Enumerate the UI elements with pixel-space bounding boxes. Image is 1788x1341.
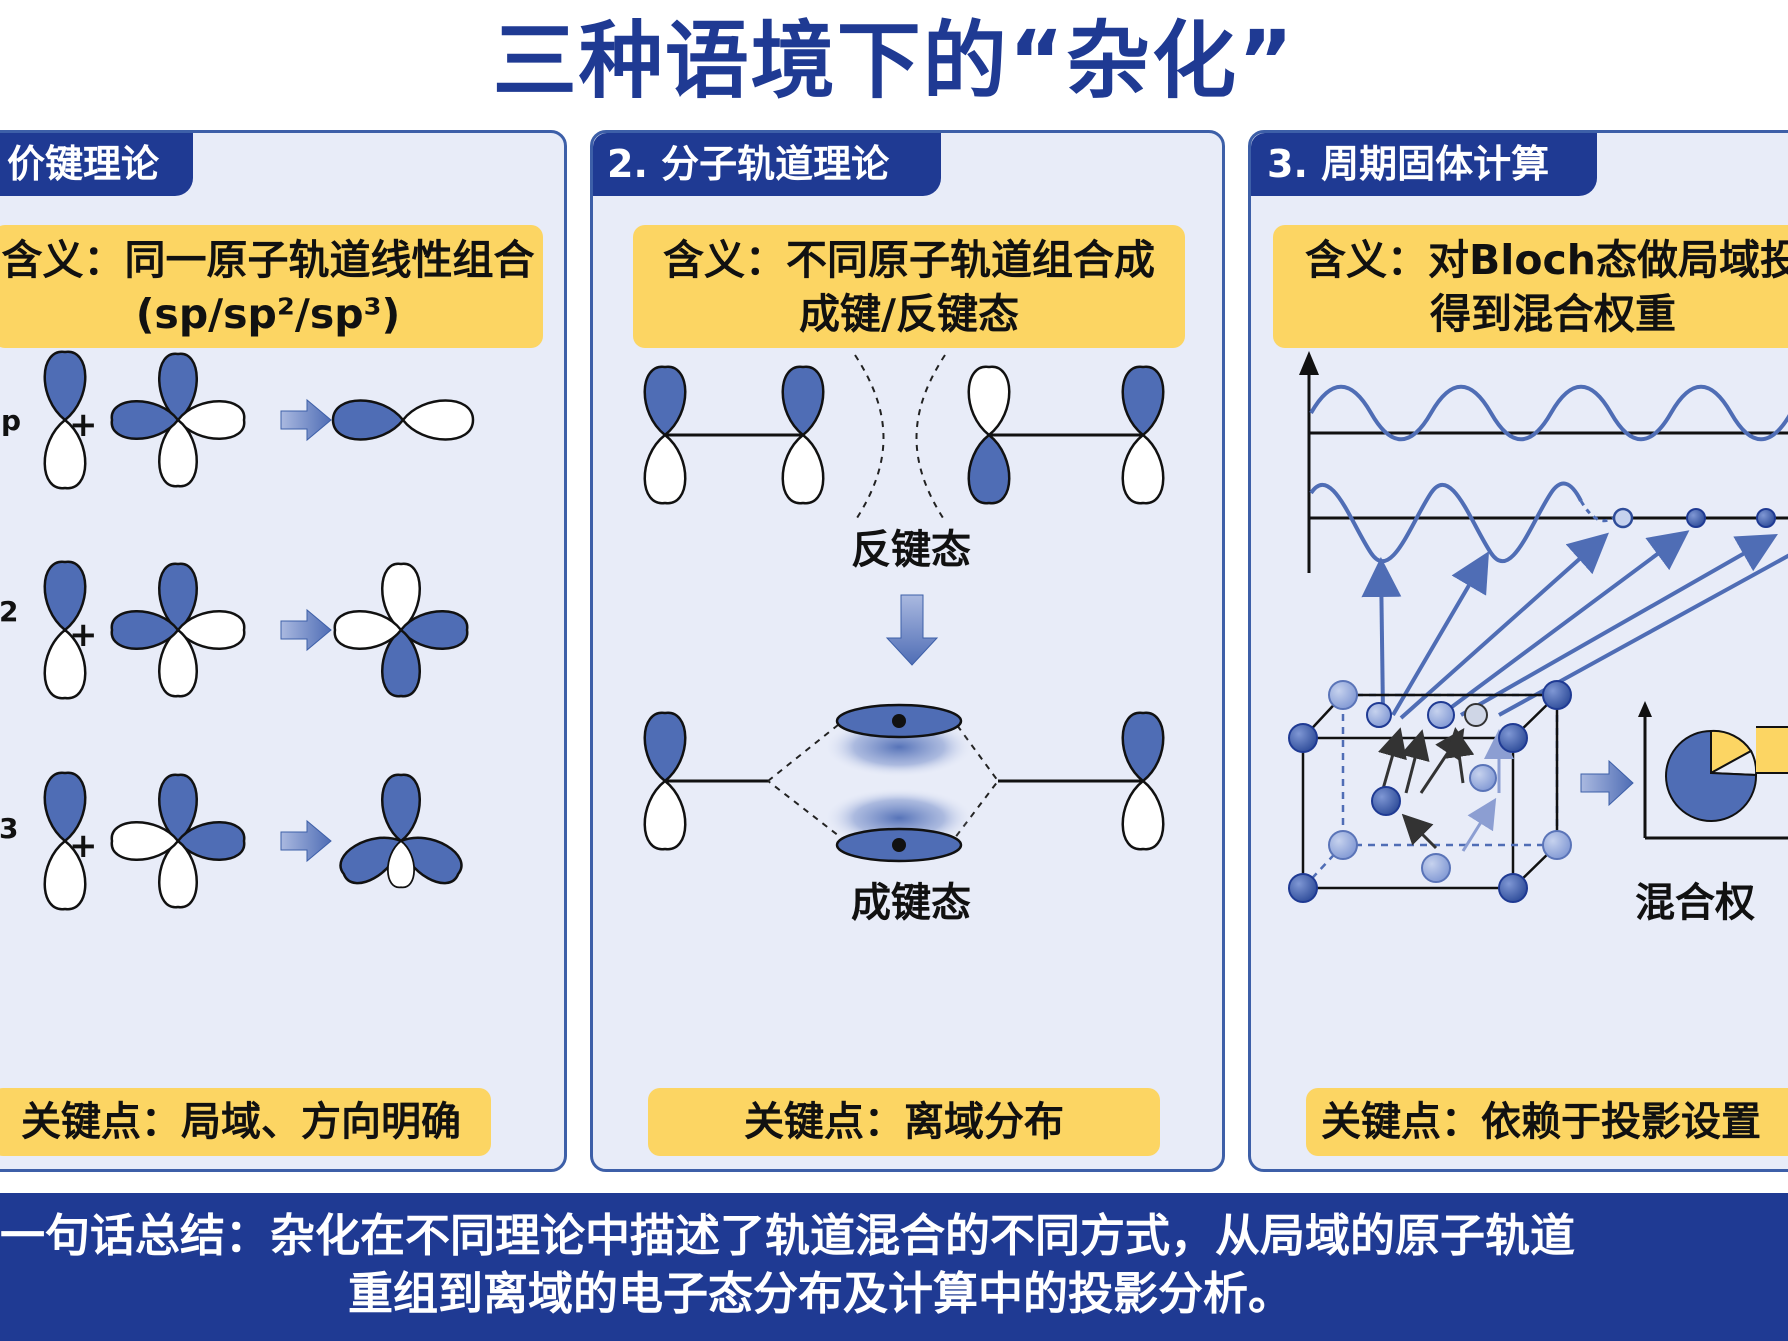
meaning-box-molecular-orbital: 含义：不同原子轨道组合成 成键/反键态 [633, 225, 1185, 348]
keypoint-periodic-solid: 关键点：依赖于投影设置 [1306, 1088, 1788, 1156]
panel-tab-molecular-orbital: 2. 分子轨道理论 [593, 133, 941, 196]
meaning-box-periodic-solid: 含义：对Bloch态做局域投 得到混合权重 [1273, 225, 1788, 348]
right-arrow-icon [280, 609, 332, 651]
crystal-lattice-cube [1288, 680, 1572, 903]
row-label-sp3: 3 [0, 812, 18, 845]
mixing-weight-chart [1638, 701, 1788, 840]
panel-periodic-solid: 3. 周期固体计算 含义：对Bloch态做局域投 得到混合权重 [1248, 130, 1788, 1172]
panel-valence-bond: 价键理论 含义：同一原子轨道线性组合 (sp/sp²/sp³) p + [0, 130, 567, 1172]
down-arrow-icon [885, 594, 939, 666]
meaning-line-1: 含义：同一原子轨道线性组合 [1, 236, 535, 284]
row-label-sp2: 2 [0, 595, 18, 628]
panel-tab-valence-bond: 价键理论 [0, 133, 193, 196]
meaning-line-2: 得到混合权重 [1430, 290, 1676, 338]
summary-line-1: 一句话总结：杂化在不同理论中描述了轨道混合的不同方式，从局域的原子轨道 [0, 1209, 1576, 1262]
meaning-line-1: 含义：对Bloch态做局域投 [1305, 236, 1788, 284]
sp3-hybrid-orbital-icon [333, 773, 469, 892]
right-arrow-icon [280, 820, 332, 862]
projection-points [1612, 507, 1776, 529]
four-lobe-orbital-icon [110, 773, 246, 909]
projection-arrows [1361, 530, 1788, 720]
meaning-line-2: (sp/sp²/sp³) [135, 290, 401, 338]
plus-sign: + [69, 405, 98, 445]
sp-hybrid-orbital-icon [331, 399, 475, 441]
right-arrow-icon [280, 399, 332, 441]
keypoint-valence-bond: 关键点：局域、方向明确 [0, 1088, 491, 1156]
mixing-weight-label: 混合权 [1635, 880, 1755, 926]
hybrid-orbitals-figure: p + 2 + [0, 350, 475, 911]
summary-line-2: 重组到离域的电子态分布及计算中的投影分析。 [348, 1267, 1294, 1320]
summary-banner: 一句话总结：杂化在不同理论中描述了轨道混合的不同方式，从局域的原子轨道 重组到离… [0, 1193, 1788, 1341]
panel-tab-periodic-solid: 3. 周期固体计算 [1251, 133, 1597, 196]
antibonding-label: 反键态 [851, 527, 971, 573]
bloch-wave-lower [1309, 481, 1583, 564]
right-arrow-icon [1580, 759, 1634, 807]
bloch-projection-diagram: 混合权 [1288, 351, 1788, 926]
meaning-line-1: 含义：不同原子轨道组合成 [663, 236, 1155, 284]
row-label-sp: p [1, 404, 21, 437]
plus-sign: + [69, 615, 98, 655]
sp2-hybrid-orbital-icon [333, 562, 469, 698]
orbital-row-sp: p + [1, 350, 475, 490]
plus-sign: + [69, 826, 98, 866]
meaning-box-valence-bond: 含义：同一原子轨道线性组合 (sp/sp²/sp³) [0, 225, 543, 348]
four-lobe-orbital-icon [110, 562, 246, 698]
up-arrow-icon [1299, 351, 1319, 375]
bloch-wave-upper [1309, 384, 1788, 442]
molecular-orbital-diagram: 反键态 成键态 [643, 354, 1165, 926]
bonding-label: 成键态 [851, 880, 971, 926]
orbital-row-sp2: 2 + [0, 560, 469, 700]
page-title: 三种语境下的“杂化” [492, 12, 1296, 110]
four-lobe-orbital-icon [110, 352, 246, 488]
keypoint-molecular-orbital: 关键点：离域分布 [648, 1088, 1160, 1156]
antibonding-orbitals [643, 354, 1165, 522]
bonding-orbitals [643, 703, 1165, 863]
orbital-row-sp3: 3 + [0, 771, 469, 911]
meaning-line-2: 成键/反键态 [799, 290, 1019, 338]
panel-molecular-orbital: 2. 分子轨道理论 含义：不同原子轨道组合成 成键/反键态 [590, 130, 1225, 1172]
wave-plot-axes [1299, 351, 1788, 573]
